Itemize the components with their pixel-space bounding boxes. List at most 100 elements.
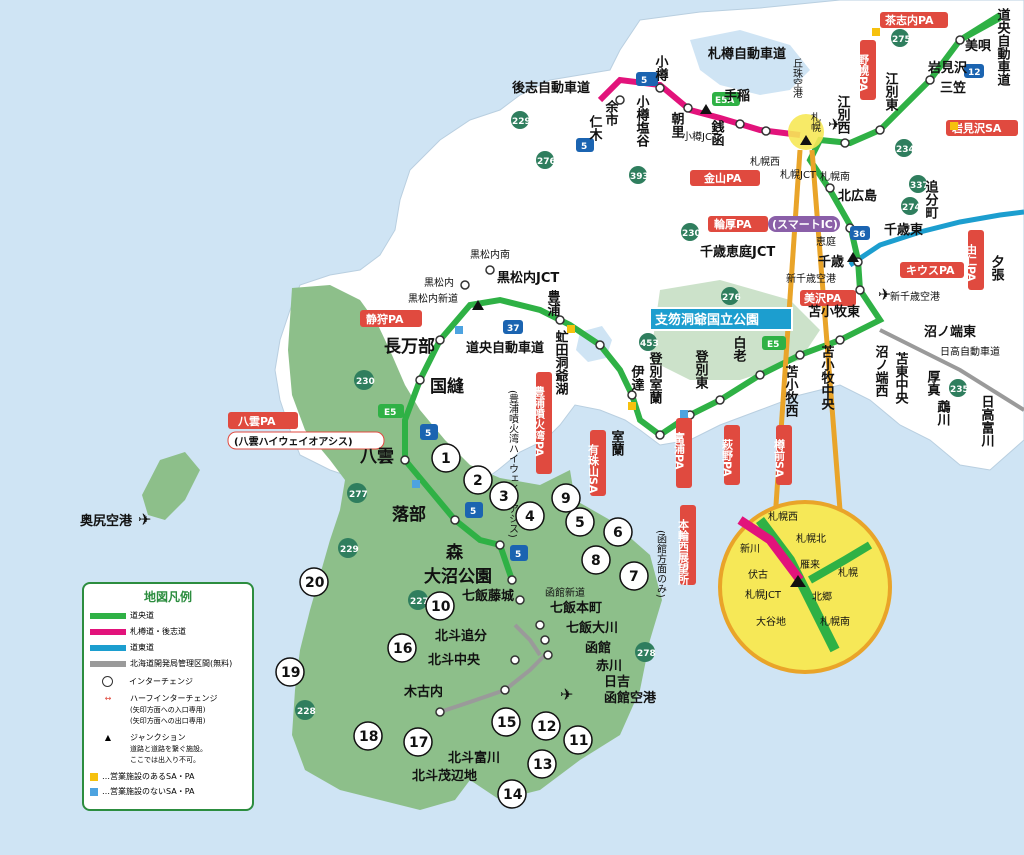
legend-jct-icon: ▲ [104,733,112,742]
route-badge: 275 [892,35,911,45]
legend-label: (矢印方面への出口専用) [130,717,206,725]
route-badge: E5A [715,96,734,106]
ic-asari [683,103,693,113]
legend-half-ic-icon: ↔ [104,694,112,703]
vertical-pa-labels: 野幌PA 由仁PA 豊浦噴火湾PA 有珠山SA 富浦PA 萩野PA 樽前SA 本… [533,40,984,586]
route-badge: 227 [410,597,429,607]
pa-label: 本輪西展望所 [677,518,691,586]
inset-karikinai: 雁来 [800,559,820,571]
legend-item: 北海道開発局管理区間(無料) [90,658,246,669]
sapporo-highlight [788,114,824,150]
ic-label: 七飯本町 [550,600,602,616]
legend-line-blue [90,644,126,651]
jct-kuromatsunai [472,300,484,310]
route-badge: 276 [722,293,741,303]
ic-shiraoi [755,370,765,380]
ic-label: 手稲 [724,88,750,104]
ic-label: 木古内 [403,684,443,700]
legend-line-green [90,612,126,619]
ic-label: 余市 [603,99,620,127]
legend-sapa-yellow [90,772,98,781]
pa-label: 岩見沢SA [951,121,1002,135]
road-label: 日高自動車道 [940,345,1000,358]
ic-label: 三笠 [940,80,966,96]
point-number: 5 [575,515,585,531]
route-badge: 5 [641,76,647,86]
ic-label: 新千歳空港 [786,272,836,285]
road-label: 道央自動車道 [466,340,544,356]
legend-item: (矢印方面への出口専用) [130,716,246,726]
legend-label: 道路と道路を繋ぐ施設。 [130,745,207,753]
pa-label: 茶志内PA [884,13,934,27]
ic-label: 追分町 [923,179,939,220]
inset-sapporo-nishi: 札幌西 [768,510,798,523]
ic-label: 苫小牧東 [808,304,860,320]
route-badge: 274 [902,203,921,213]
route-badge: 229 [512,117,531,127]
jct-markers [472,104,859,587]
ic-shin-chitose [855,285,865,295]
ic-label: 北広島 [838,188,877,204]
ic-label: 函館新道 [545,586,585,599]
route-badge: 36 [853,230,866,240]
legend-label: 札樽道・後志道 [130,627,186,636]
airplane-icon: ✈ [878,285,891,304]
point-number: 1 [441,451,451,467]
jct-sapporo [800,135,812,145]
ic-ebetsu-higashi [875,125,885,135]
map-legend: 地図凡例 道央道 札樽道・後志道 道東道 北海道開発局管理区間(無料) インター… [82,582,254,811]
point-number: 9 [561,491,571,507]
ic-label: 大沼公園 [424,566,492,587]
route-badge: 230 [356,377,375,387]
green-expressway-onuma [497,544,515,581]
ic-label: 恵庭 [816,235,836,248]
route-badge: 393 [630,172,649,182]
ic-label: 厚真 [925,369,941,397]
pa-note: (函館方面のみ) [655,530,667,598]
route-badge: 5 [425,429,431,439]
ic-label: 新千歳空港 [890,290,940,303]
pa-label: 萩野PA [721,438,735,477]
ic-label: 江別西 [835,94,852,135]
legend-sapa-blue [90,787,98,796]
route-badge: 12 [968,68,981,78]
legend-line-magenta [90,628,126,635]
route-badge: 37 [507,324,520,334]
legend-item: 札樽道・後志道 [90,626,246,637]
inset-kitago: 北郷 [812,591,832,603]
point-number: 16 [393,641,412,657]
green-expressway-north [958,12,1002,43]
legend-item: ▲ ジャンクション [90,732,246,743]
ic-toyoura [555,315,565,325]
legend-item: インターチェンジ [90,676,246,687]
ic-label: 黒松内 [424,276,454,289]
pa-labels: 茶志内PA 岩見沢SA 金山PA 輪厚PA (スマートIC) キウスPA 美沢P… [227,12,1018,450]
ic-otaru [655,83,665,93]
ishikari-bay [690,30,810,95]
ic-tomakomai-chuo [835,335,845,345]
ic-label: 七飯大川 [566,620,618,636]
pa-label: 輪厚PA [714,217,752,231]
ic-label: 小樽JCT [682,130,719,143]
ic-label: 日高富川 [979,395,996,447]
legend-item: 道路と道路を繋ぐ施設。 [130,744,246,754]
green-expressway-doo [402,15,1002,548]
route-badge: 234 [896,145,915,155]
pa-label: 由仁PA [965,243,978,282]
point-number: 7 [629,569,639,585]
point-number: 20 [305,575,325,591]
pa-label: 美沢PA [804,291,842,305]
legend-label: 道東道 [130,643,154,652]
ic-label: 黒松内JCT [497,270,559,286]
inset-shinkawa: 新川 [740,542,760,555]
ic-label: 美唄 [965,38,991,54]
legend-label: ハーフインターチェンジ [130,694,218,703]
pa-label: 野幌PA [857,54,870,92]
pa-label: 富浦PA [673,431,686,470]
legend-item: ここでは出入り不可。 [130,755,246,765]
legend-item: 道央道 [90,610,246,621]
gray-road-hakodate-shindo [513,623,542,657]
ic-label: 夕張 [989,254,1005,282]
ic-label: 豊浦 [545,289,561,317]
